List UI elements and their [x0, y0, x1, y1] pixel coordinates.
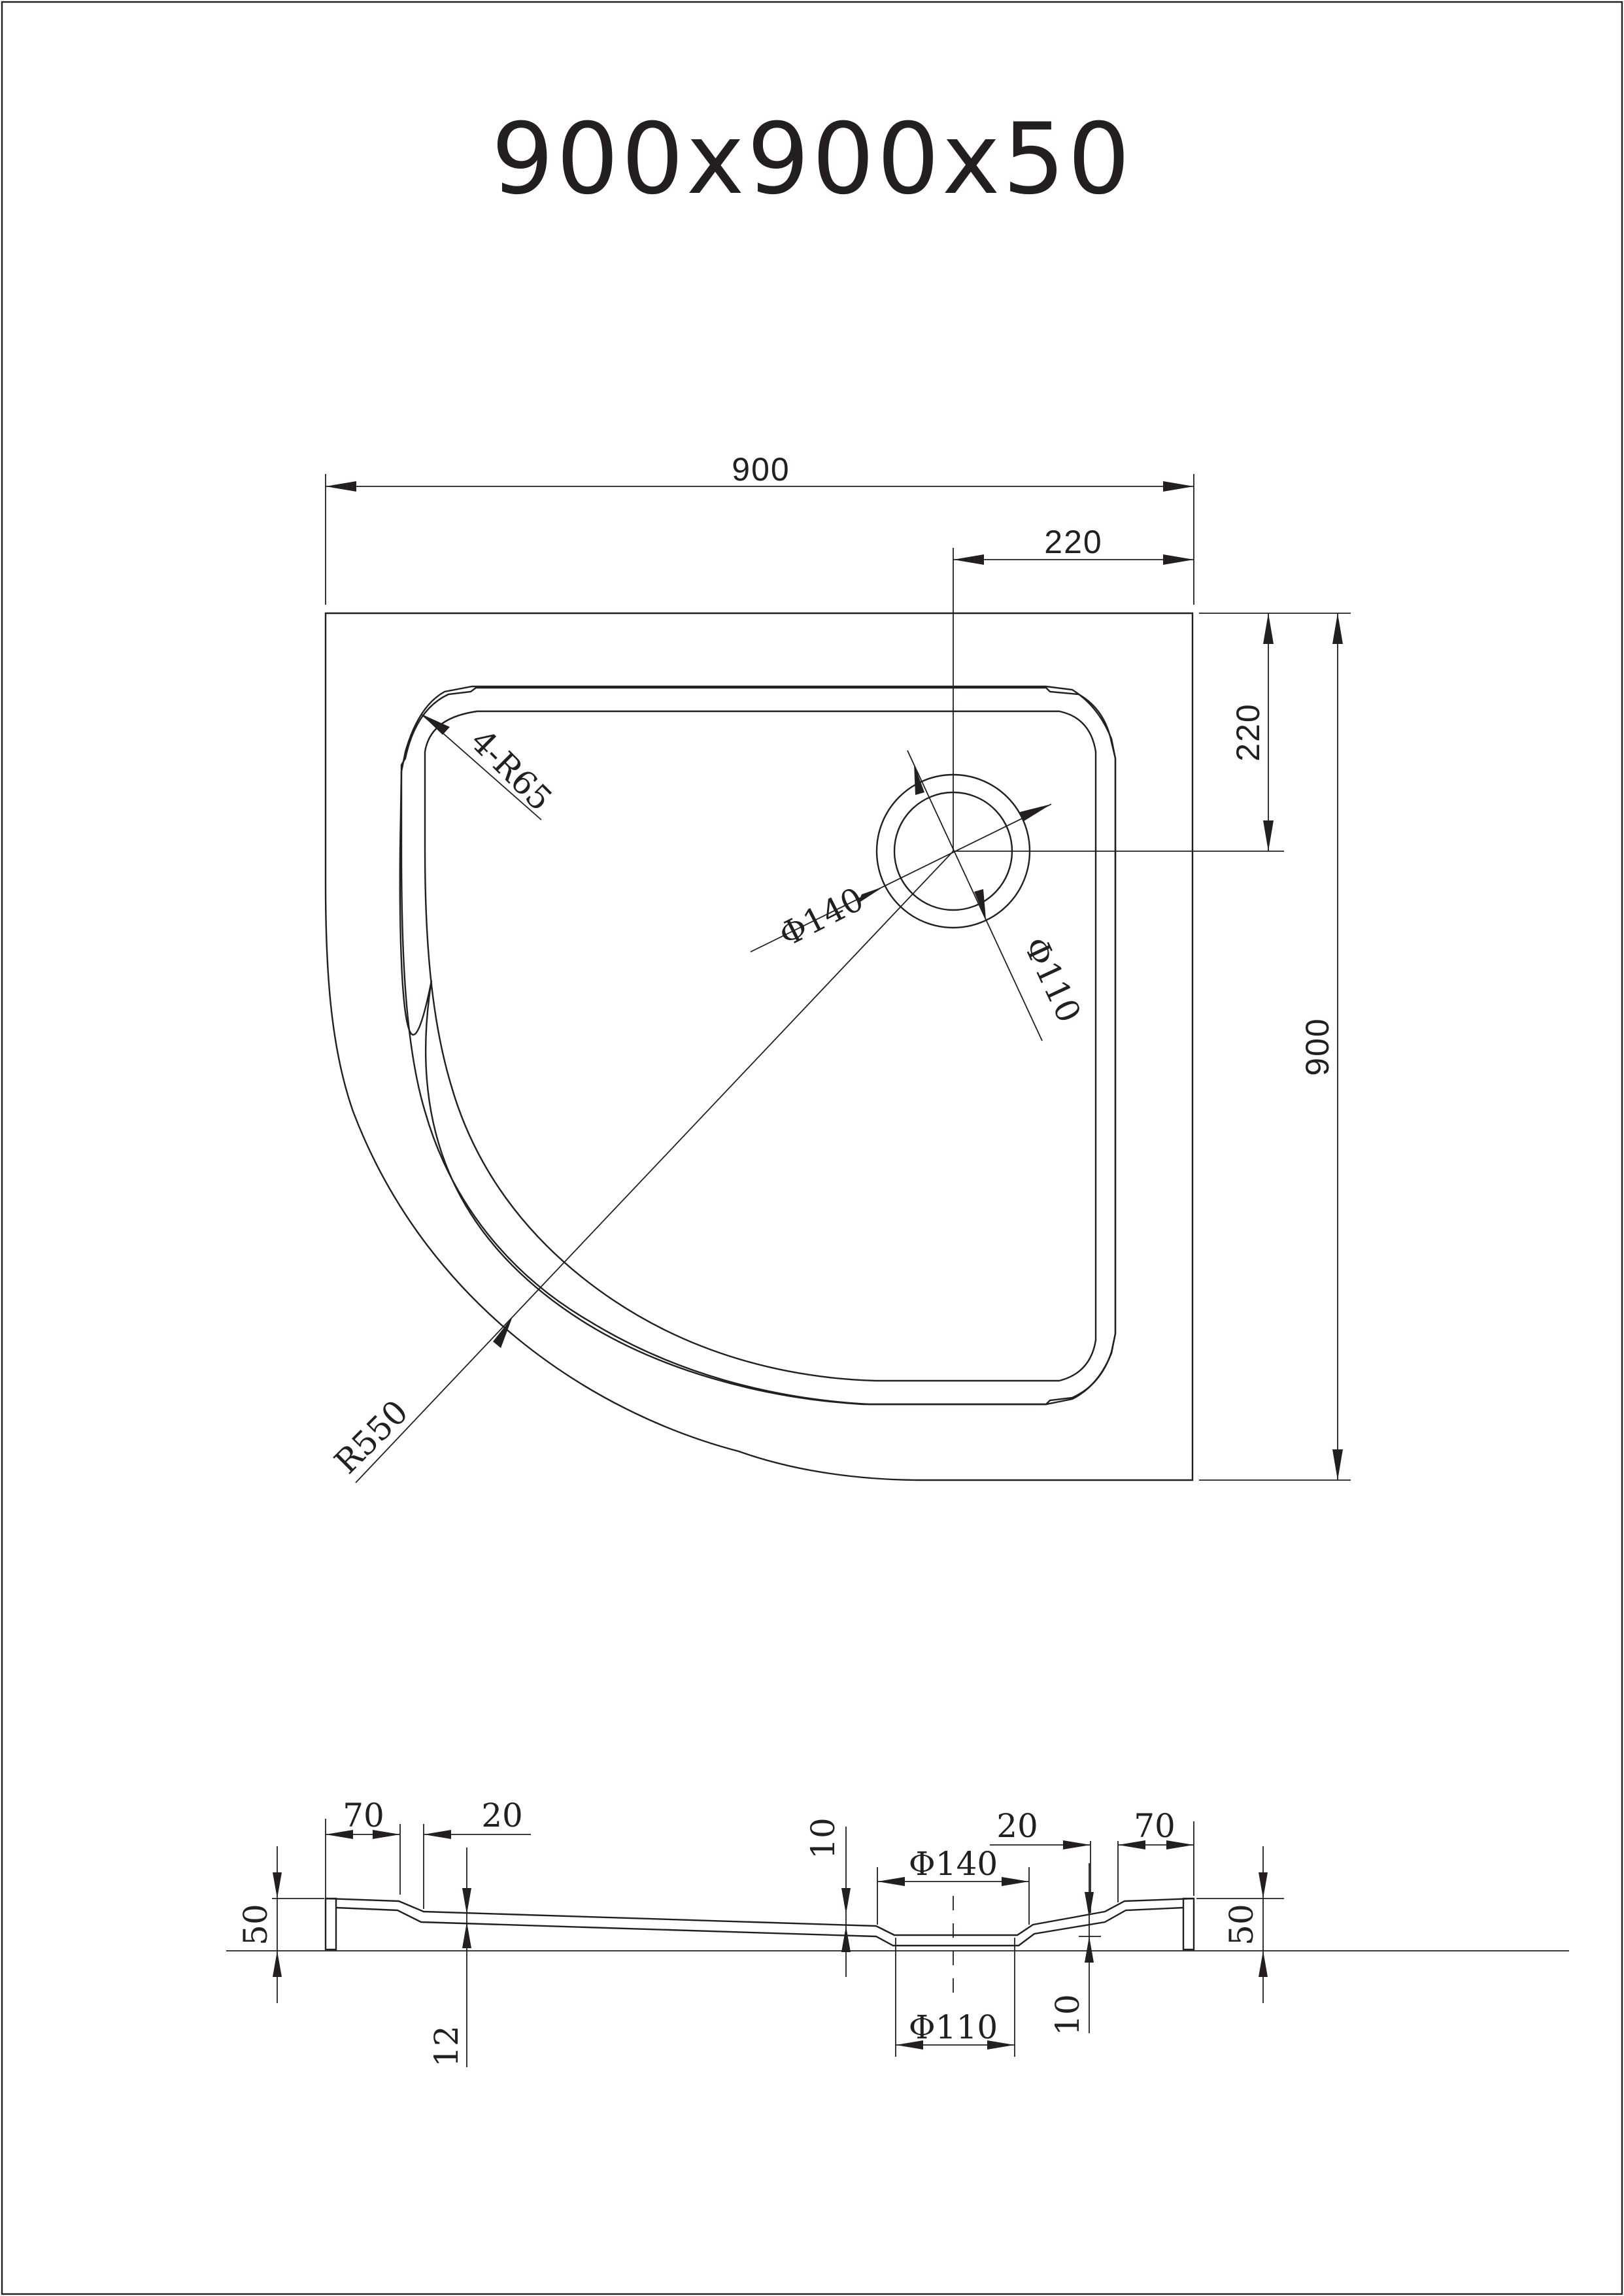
- arrowhead: [1332, 1449, 1343, 1480]
- tray-outline: [324, 612, 1194, 1481]
- dim-step-right-label: 20: [996, 1807, 1038, 1845]
- drawing-title: 900x900x50: [491, 103, 1132, 216]
- arrowhead: [1263, 613, 1274, 644]
- arrowhead: [1166, 1840, 1194, 1849]
- arrowhead: [273, 1951, 282, 1977]
- arrowhead: [493, 1317, 513, 1348]
- dim-rim-right-label: 70: [1134, 1807, 1176, 1845]
- dim-height-left-label: 50: [237, 1904, 275, 1946]
- arrowhead: [987, 2040, 1015, 2050]
- section-profile-top: [325, 1897, 1194, 1936]
- drain-diameter-label: Φ110: [1016, 932, 1088, 1028]
- dim-slope-label: 10: [804, 1817, 842, 1859]
- basin-outline: [424, 710, 1097, 1382]
- arrowhead: [1259, 1872, 1268, 1899]
- arrowhead: [1085, 1892, 1094, 1918]
- section-view: 70 20 12 50 50 10 20 70: [226, 1797, 1569, 2067]
- arrowhead: [1263, 820, 1274, 851]
- leader-ring-diameter: [750, 803, 1052, 953]
- rim-outer-line: [400, 686, 1117, 1406]
- arrowhead: [953, 554, 984, 565]
- arrowhead: [462, 1922, 471, 1948]
- dim-drain-x-label: 220: [1044, 524, 1102, 560]
- arrowhead: [1332, 613, 1343, 644]
- arrowhead: [273, 1872, 282, 1899]
- dim-thickness-label: 12: [428, 2025, 465, 2067]
- arrowhead: [974, 889, 986, 919]
- outer-radius-label: R550: [327, 1393, 415, 1481]
- arrowhead: [326, 1830, 353, 1839]
- dim-drain-depth-label: 10: [1049, 1994, 1087, 2036]
- arrowhead: [1163, 554, 1194, 565]
- arrowhead: [858, 886, 884, 903]
- arrowhead: [841, 1888, 851, 1914]
- arrowhead: [1085, 1936, 1094, 1963]
- arrowhead: [421, 714, 450, 735]
- section-profile-bottom: [335, 1906, 1184, 1947]
- arrowhead: [1259, 1951, 1268, 1977]
- arrowhead: [877, 1877, 905, 1886]
- arrowhead: [1118, 1840, 1145, 1849]
- dim-rim-left-label: 70: [343, 1797, 384, 1834]
- dim-step-left-label: 20: [481, 1797, 523, 1834]
- arrowhead: [1063, 1840, 1091, 1849]
- arrowhead: [373, 1830, 400, 1839]
- ring-diameter-label: Φ140: [773, 880, 870, 954]
- dim-height-right-label: 50: [1223, 1904, 1260, 1946]
- corner-radius-label: 4-R65: [463, 722, 559, 818]
- dim-drain-diameter-label: Φ110: [909, 2008, 998, 2046]
- rim-outline: [399, 685, 1117, 1406]
- dim-depth-label: 900: [1299, 1017, 1336, 1075]
- arrowhead: [462, 1888, 471, 1914]
- dim-width-label: 900: [732, 451, 790, 488]
- dim-drain-y-label: 220: [1230, 703, 1266, 761]
- leader-drain-diameter: [907, 750, 1043, 1041]
- arrowhead: [896, 2040, 923, 2050]
- plan-view: 900 220 220 900 4-R65 R550 Φ140: [324, 451, 1351, 1483]
- dim-ring-diameter-label: Φ140: [909, 1845, 998, 1883]
- arrowhead: [841, 1926, 851, 1952]
- section-wall-left: [324, 1897, 337, 1951]
- arrowhead: [424, 1830, 451, 1839]
- arrowhead: [1002, 1877, 1029, 1886]
- arrowhead: [914, 764, 924, 795]
- arrowhead: [326, 481, 356, 492]
- leader-outer-radius: [355, 851, 954, 1483]
- arrowhead: [1163, 481, 1194, 492]
- arrowhead: [1020, 804, 1051, 821]
- section-wall-right: [1182, 1897, 1195, 1951]
